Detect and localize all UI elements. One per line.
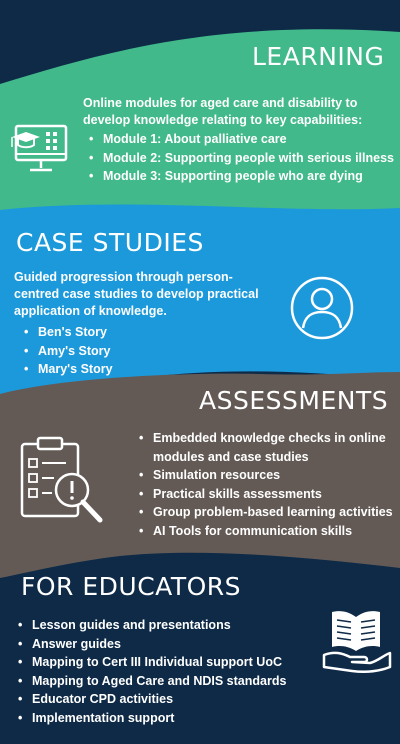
book-in-hand-icon [322,611,392,674]
list-item: Ben's Story [24,323,113,342]
list-item: Mapping to Aged Care and NDIS standards [18,672,286,691]
computer-graduation-icon [11,124,68,172]
list-item: AI Tools for communication skills [139,522,393,541]
learning-intro: Online modules for aged care and disabil… [83,96,363,127]
list-item: Lesson guides and presentations [18,616,286,635]
learning-heading: LEARNING [252,42,385,71]
clipboard-magnifier-icon [20,436,103,523]
assessments-list: Embedded knowledge checks in online modu… [139,429,393,540]
list-item: Module 1: About palliative care [89,130,394,149]
case-studies-intro: Guided progression through person-centre… [14,270,259,318]
person-circle-icon [290,276,354,340]
list-item: Amy's Story [24,342,113,361]
list-item: Answer guides [18,635,286,654]
list-item: Educator CPD activities [18,690,286,709]
educators-heading: FOR EDUCATORS [21,572,242,601]
list-item: Mary's Story [24,360,113,379]
list-item: Group problem-based learning activities [139,503,393,522]
assessments-heading: ASSESSMENTS [199,386,389,415]
case-studies-list: Ben's Story Amy's Story Mary's Story [24,323,113,379]
case-studies-heading: CASE STUDIES [16,228,204,257]
educators-list: Lesson guides and presentations Answer g… [18,616,286,727]
list-item: Implementation support [18,709,286,728]
list-item: Practical skills assessments [139,485,393,504]
list-item: Simulation resources [139,466,393,485]
list-item: Mapping to Cert III Individual support U… [18,653,286,672]
learning-list: Module 1: About palliative care Module 2… [89,130,394,186]
list-item-continuation: modules and case studies [153,449,309,464]
list-item: Module 2: Supporting people with serious… [89,149,394,168]
list-item: Embedded knowledge checks in online [139,429,393,448]
list-item: Module 3: Supporting people who are dyin… [89,167,394,186]
